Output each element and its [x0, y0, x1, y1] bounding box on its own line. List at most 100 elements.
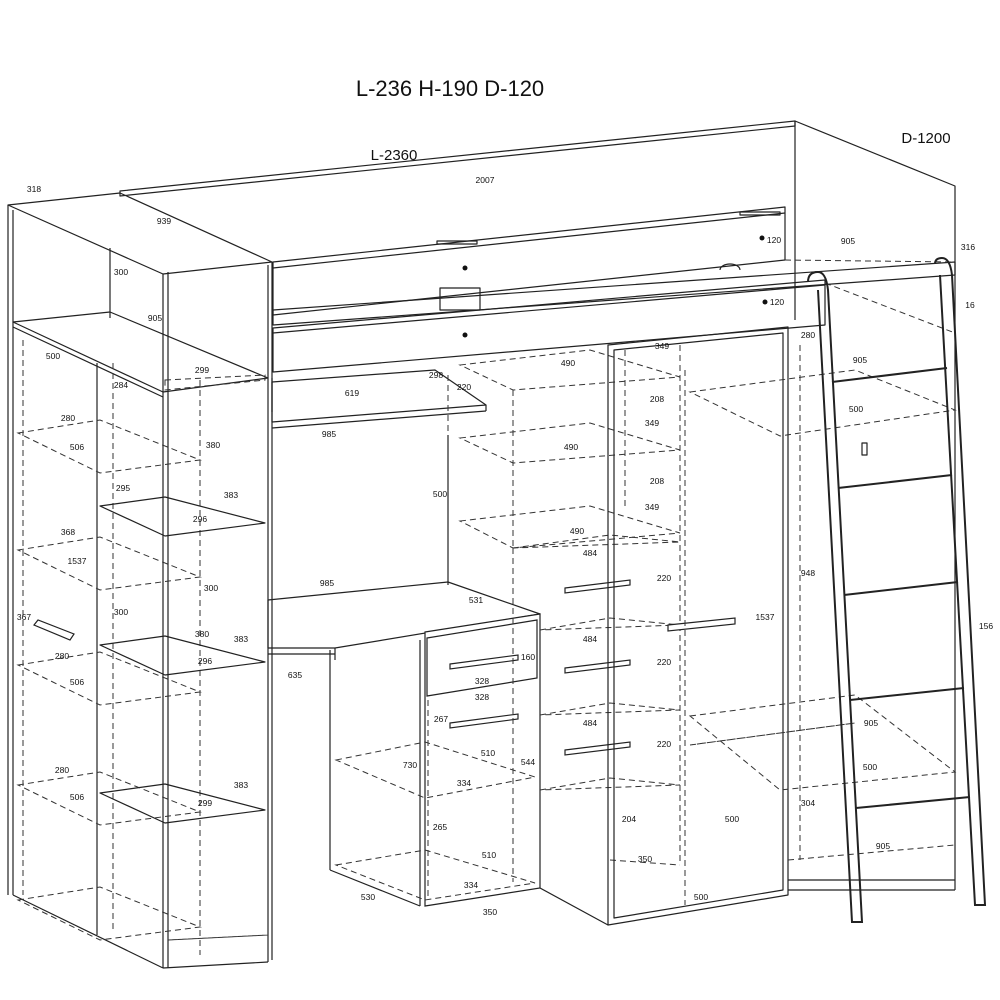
dimension-value: 500	[725, 814, 739, 824]
left-inner-shelves	[99, 374, 269, 941]
dimension-value: 304	[801, 798, 815, 808]
dimension-value: 484	[583, 718, 597, 728]
dimension-value: 299	[195, 365, 209, 375]
depth-label: D-1200	[901, 130, 950, 147]
cabinet-door-handle	[449, 713, 519, 729]
wardrobe	[539, 326, 789, 926]
dimension-value: 531	[469, 595, 483, 605]
dimension-value: 2007	[476, 175, 495, 185]
dimension-value: 265	[433, 822, 447, 832]
dimension-value: 295	[116, 483, 130, 493]
dimension-value: 383	[224, 490, 238, 500]
dimension-value: 349	[655, 341, 669, 351]
dimension-value: 156	[979, 621, 993, 631]
dimension-value: 160	[521, 652, 535, 662]
central-shelves	[447, 345, 681, 882]
dimension-value: 316	[961, 242, 975, 252]
dimension-value: 280	[801, 330, 815, 340]
dimension-value: 300	[114, 607, 128, 617]
dimension-value: 334	[464, 880, 478, 890]
dimension-value: 530	[361, 892, 375, 902]
wardrobe-body	[607, 326, 789, 926]
dimension-value: 220	[657, 573, 671, 583]
dimension-value: 484	[583, 634, 597, 644]
dimension-value: 500	[46, 351, 60, 361]
dimension-value: 383	[234, 634, 248, 644]
side-door-handle	[33, 619, 75, 641]
dimension-value: 490	[561, 358, 575, 368]
dimension-value: 484	[583, 548, 597, 558]
dimension-value: 16	[965, 300, 975, 310]
dimension-value: 985	[320, 578, 334, 588]
ladder-left-rail	[807, 270, 864, 923]
dimension-value: 500	[694, 892, 708, 902]
dimension-value: 208	[650, 394, 664, 404]
dimension-value: 1537	[756, 612, 775, 622]
ladder-rung	[843, 581, 959, 596]
dimension-value: 349	[645, 502, 659, 512]
dimension-value: 905	[853, 355, 867, 365]
desk-drawer	[426, 619, 538, 697]
desk	[267, 435, 541, 907]
dimension-value: 328	[475, 676, 489, 686]
drawer-handle	[449, 654, 519, 670]
dimension-value: 985	[322, 429, 336, 439]
dimension-value: 380	[195, 629, 209, 639]
dimension-value: 299	[198, 798, 212, 808]
dimension-value: 280	[55, 765, 69, 775]
dimension-value: 383	[234, 780, 248, 790]
dimension-value: 350	[638, 854, 652, 864]
dimension-value: 380	[206, 440, 220, 450]
length-label: L-2360	[371, 147, 418, 164]
dimension-value: 267	[434, 714, 448, 724]
ladder-right-rail	[934, 256, 987, 906]
dimension-value: 510	[481, 748, 495, 758]
dimension-value: 298	[429, 370, 443, 380]
dimension-value: 500	[863, 762, 877, 772]
dimension-value: 204	[622, 814, 636, 824]
dimension-value: 284	[114, 380, 128, 390]
wardrobe-door	[613, 332, 784, 919]
dimension-value: 300	[114, 267, 128, 277]
dimension-value: 506	[70, 677, 84, 687]
diagram-title: L-236 H-190 D-120	[356, 76, 544, 101]
dimension-value: 318	[27, 184, 41, 194]
bed-top-edge	[119, 120, 796, 197]
bed-front-rail-top	[272, 261, 956, 326]
dimension-value: 208	[650, 476, 664, 486]
dimension-value: 1537	[68, 556, 87, 566]
ladder-rung	[831, 367, 948, 383]
dimension-value: 490	[570, 526, 584, 536]
bed-back-rail	[272, 206, 786, 316]
dimension-value: 280	[61, 413, 75, 423]
dimension-value: 905	[876, 841, 890, 851]
ladder-rung	[855, 796, 971, 809]
dimension-value: 730	[403, 760, 417, 770]
dimension-value: 350	[483, 907, 497, 917]
dimension-value: 328	[475, 692, 489, 702]
dimension-value: 334	[457, 778, 471, 788]
left-bookcase	[7, 192, 273, 969]
ladder-rung	[837, 474, 953, 489]
right-end-shelves	[688, 262, 957, 891]
dimension-value: 500	[433, 489, 447, 499]
upper-desk-shelf	[271, 369, 487, 429]
dimension-value: 349	[645, 418, 659, 428]
dimension-value: 280	[55, 651, 69, 661]
dimension-value: 296	[193, 514, 207, 524]
dimension-value: 905	[148, 313, 162, 323]
dimension-value: 368	[61, 527, 75, 537]
dimension-value: 544	[521, 757, 535, 767]
dimension-value: 619	[345, 388, 359, 398]
dimension-value: 120	[770, 297, 784, 307]
dimension-value: 367	[17, 612, 31, 622]
dimension-value: 500	[849, 404, 863, 414]
ladder[interactable]	[807, 256, 987, 923]
bed-end-panel-top	[794, 120, 956, 262]
dimension-value: 635	[288, 670, 302, 680]
dimension-value: 948	[801, 568, 815, 578]
dimension-value: 506	[70, 792, 84, 802]
dimension-value: 220	[457, 382, 471, 392]
